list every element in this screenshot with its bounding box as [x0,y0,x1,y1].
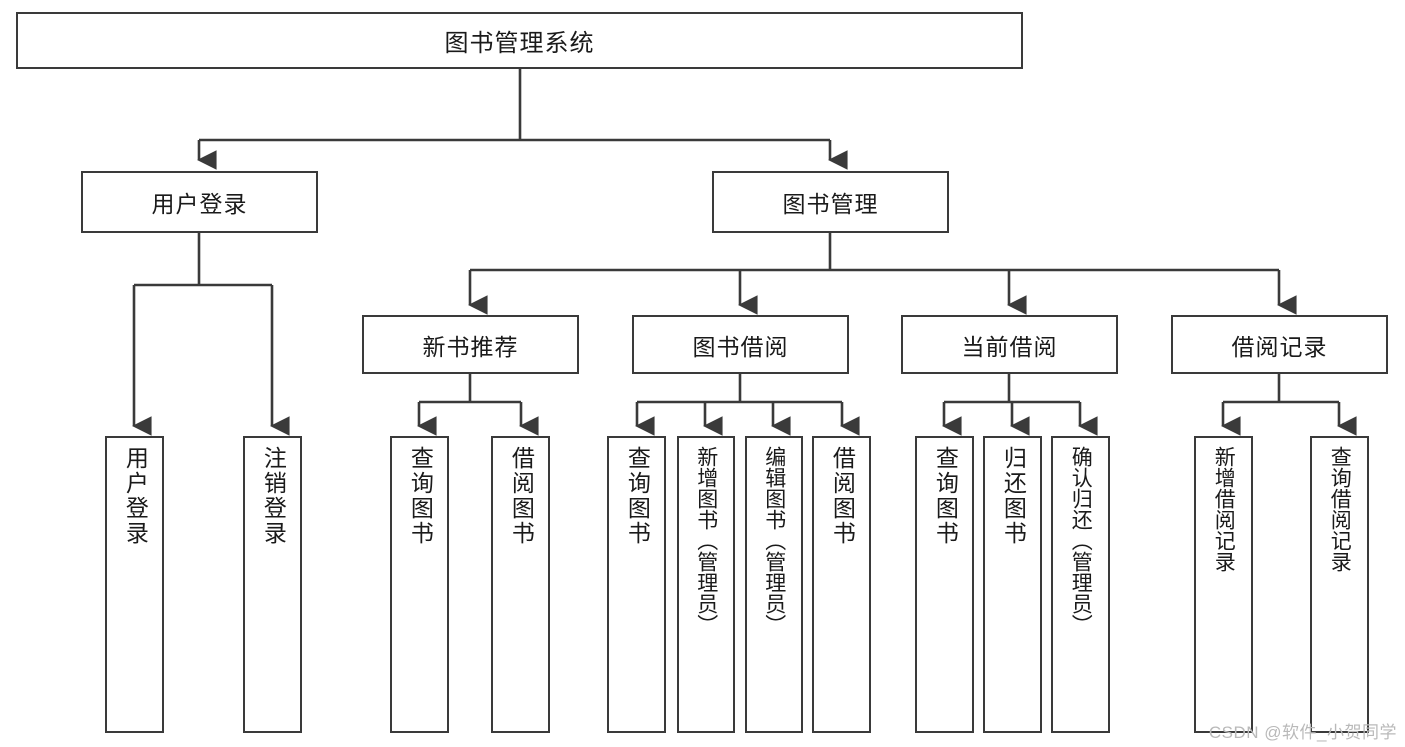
node-label: 借阅图书 [508,446,535,546]
node-label: 用户登录 [151,191,248,217]
leaf-record-add-record[interactable]: 新增借阅记录 [1194,436,1253,733]
node-label: 注销登录 [260,446,287,546]
leaf-recommend-borrow-book[interactable]: 借阅图书 [491,436,550,733]
leaf-user-logout[interactable]: 注销登录 [243,436,302,733]
node-book-borrow[interactable]: 图书借阅 [632,315,849,374]
node-label: 查询图书 [932,446,959,546]
node-label: 新书推荐 [422,333,519,360]
node-label: 图书管理 [782,191,879,217]
node-label: 确认归还（管理员） [1069,446,1093,635]
leaf-record-query-record[interactable]: 查询借阅记录 [1310,436,1369,733]
node-user-login[interactable]: 用户登录 [81,171,318,233]
node-label: 图书管理系统 [444,30,595,57]
node-book-management[interactable]: 图书管理 [712,171,949,233]
leaf-current-confirm-return-admin[interactable]: 确认归还（管理员） [1051,436,1110,733]
node-label: 查询图书 [624,446,651,546]
node-label: 归还图书 [1000,446,1027,546]
leaf-borrow-edit-book-admin[interactable]: 编辑图书（管理员） [745,436,803,733]
node-label: 查询图书 [407,446,434,546]
node-label: 当前借阅 [961,333,1058,360]
leaf-borrow-add-book-admin[interactable]: 新增图书（管理员） [677,436,735,733]
leaf-current-query-book[interactable]: 查询图书 [915,436,974,733]
leaf-borrow-query-book[interactable]: 查询图书 [607,436,666,733]
watermark-text: CSDN @软件_小贺同学 [1208,723,1397,742]
node-borrow-record[interactable]: 借阅记录 [1171,315,1388,374]
node-label: 编辑图书（管理员） [762,446,786,635]
node-label: 新增借阅记录 [1212,446,1236,572]
leaf-recommend-query-book[interactable]: 查询图书 [390,436,449,733]
node-label: 借阅图书 [829,446,856,546]
leaf-user-login[interactable]: 用户登录 [105,436,164,733]
leaf-borrow-borrow-book[interactable]: 借阅图书 [812,436,871,733]
node-current-borrow[interactable]: 当前借阅 [901,315,1118,374]
node-root-system[interactable]: 图书管理系统 [16,12,1023,69]
node-label: 图书借阅 [692,333,789,360]
node-label: 借阅记录 [1231,333,1328,360]
node-label: 查询借阅记录 [1328,446,1352,572]
node-label: 新增图书（管理员） [694,446,718,635]
node-new-book-recommend[interactable]: 新书推荐 [362,315,579,374]
node-label: 用户登录 [122,446,149,546]
leaf-current-return-book[interactable]: 归还图书 [983,436,1042,733]
